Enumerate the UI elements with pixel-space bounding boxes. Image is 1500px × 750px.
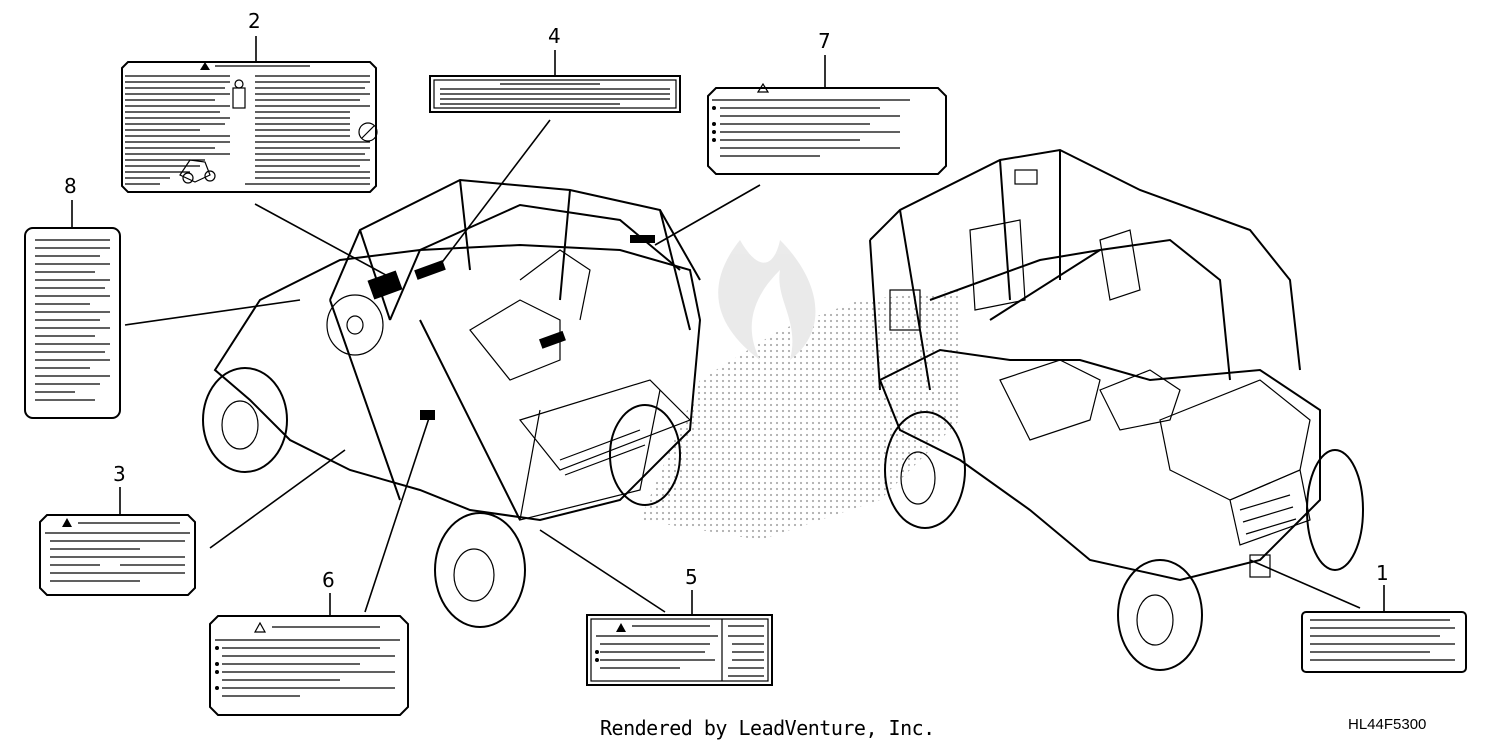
diagram-code: HL44F5300 [1348,716,1427,733]
label-5-graphic [586,614,773,686]
callout-6: 6 [322,568,335,592]
callout-5: 5 [685,565,698,589]
callout-4: 4 [548,24,561,48]
label-2-graphic [121,61,378,193]
callout-2: 2 [248,9,261,33]
watermark-logo [640,240,960,540]
callout-1: 1 [1376,561,1389,585]
label-6-graphic [209,615,409,716]
label-3-graphic [39,514,196,596]
callout-7: 7 [818,29,831,53]
label-8-graphic [24,227,121,419]
vehicle-rear-view [202,178,702,628]
label-1-graphic [1301,611,1467,673]
callout-3: 3 [113,462,126,486]
callout-8: 8 [64,174,77,198]
footer-credit: Rendered by LeadVenture, Inc. [600,716,935,740]
label-7-graphic [707,82,947,175]
vehicle-front-view [869,148,1364,671]
leader-lines [71,36,1385,616]
label-4-graphic [429,75,681,113]
